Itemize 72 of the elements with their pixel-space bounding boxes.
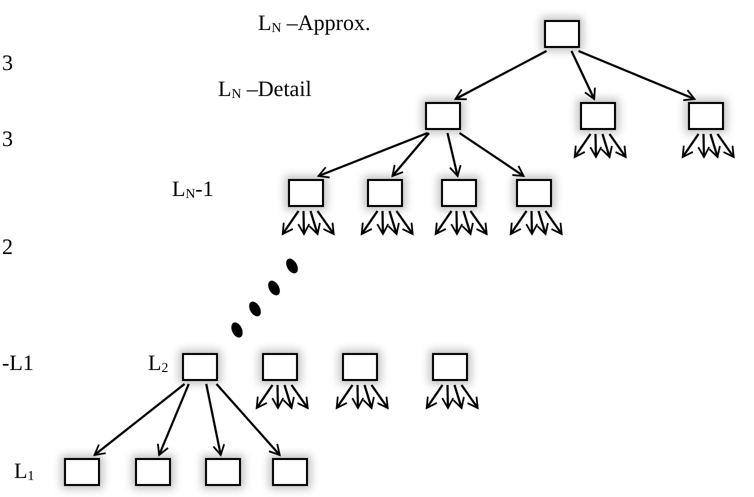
tree-node-box (367, 179, 403, 207)
arrow (282, 210, 300, 235)
arrow (271, 384, 284, 409)
arrow (336, 384, 354, 409)
tree-node-box (182, 353, 218, 381)
arrow (426, 384, 444, 409)
tree-node-box (288, 179, 324, 207)
arrow (536, 210, 549, 235)
tree-node-box (516, 179, 552, 207)
tree-node-box (580, 102, 616, 130)
arrow (376, 210, 390, 235)
arrow (441, 384, 454, 409)
level-label: L$_{2}$ (148, 352, 168, 375)
tree-node-box (688, 102, 724, 130)
arrow (318, 132, 428, 178)
tree-node-box (135, 458, 171, 486)
arrow (434, 210, 452, 235)
arrow (351, 384, 364, 409)
arrow (608, 133, 627, 158)
arrow (460, 384, 479, 409)
arrow (510, 210, 528, 235)
arrow (600, 134, 613, 158)
arrow (462, 210, 474, 235)
level-label: 3 (2, 52, 13, 74)
level-label: 3 (2, 128, 13, 150)
arrow (396, 210, 414, 235)
tree-node-box (432, 353, 468, 381)
arrow (525, 210, 538, 235)
arrow (716, 133, 735, 158)
arrow (454, 50, 548, 100)
arrow (589, 134, 602, 158)
arrow (308, 210, 321, 235)
arrow (388, 210, 400, 235)
arrow (446, 132, 462, 177)
arrow (282, 384, 295, 409)
arrow (470, 210, 488, 235)
arrow (452, 384, 465, 409)
tree-node-box (272, 458, 308, 486)
arrow (316, 210, 335, 235)
level-label: 2 (2, 236, 13, 258)
arrow (360, 210, 378, 235)
arrow (544, 210, 563, 235)
arrow (450, 210, 464, 235)
arrow (370, 384, 389, 409)
arrow (290, 384, 309, 409)
level-label: L$_{1}$ (14, 460, 34, 483)
arrow (392, 132, 430, 177)
tree-node-box (425, 102, 461, 130)
arrow (362, 384, 375, 409)
tree-node-box (441, 179, 477, 207)
level-label: L$_{N}$ –Detail (218, 78, 312, 101)
tree-node-box (342, 353, 378, 381)
level-label: L$_{N}$-1 (172, 178, 214, 201)
tree-node-box (64, 458, 100, 486)
level-label: -L1 (2, 352, 34, 374)
arrow (578, 50, 696, 102)
tree-node-box (262, 353, 298, 381)
arrow (157, 384, 190, 456)
arrow (697, 134, 710, 158)
arrow (708, 134, 721, 158)
arrow (297, 210, 310, 235)
arrow (205, 384, 226, 456)
arrow (256, 384, 274, 409)
level-label: L$_{N}$ –Approx. (258, 12, 371, 35)
tree-node-box (205, 458, 241, 486)
arrow (574, 133, 592, 158)
arrow (682, 133, 700, 158)
arrow (94, 383, 186, 456)
arrow (570, 50, 596, 100)
arrow (458, 132, 524, 177)
arrow (216, 383, 281, 456)
tree-node-box (544, 20, 580, 48)
